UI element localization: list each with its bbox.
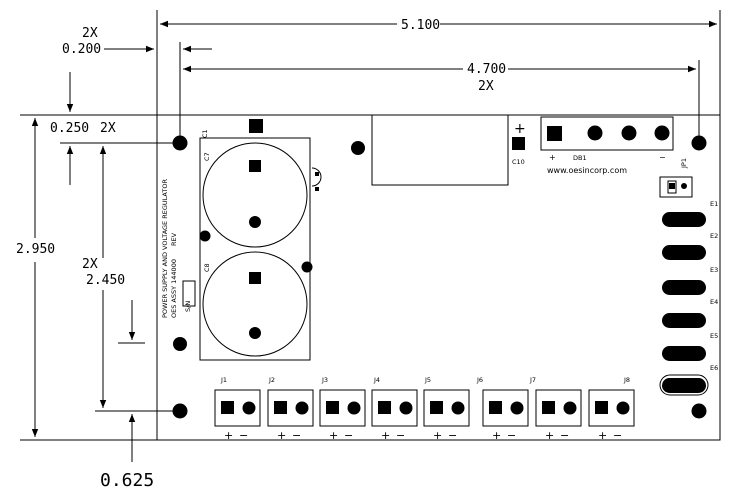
sn-pad xyxy=(182,280,196,307)
connector-label: J5 xyxy=(424,376,431,384)
connector-j4: J4 +− xyxy=(371,376,418,442)
e-label: E1 xyxy=(710,200,718,208)
connector-minus: − xyxy=(613,429,622,442)
e-label: E6 xyxy=(710,364,718,372)
mounting-holes xyxy=(172,135,707,419)
c1-label: C1 xyxy=(201,129,209,138)
connector-j3: J3 +− xyxy=(319,376,366,442)
website-label: www.oesincorp.com xyxy=(547,166,627,175)
connector-j7: J7 +− xyxy=(529,376,582,442)
edge-offset-y-label: 0.250 xyxy=(50,121,89,136)
connector-plus: + xyxy=(433,429,442,442)
connector-label: J3 xyxy=(321,376,328,384)
mount-spacing-y-count: 2X xyxy=(82,257,98,272)
e6-outline xyxy=(659,374,709,396)
connector-plus: + xyxy=(492,429,501,442)
c7-label: C7 xyxy=(203,152,211,161)
connector-minus: − xyxy=(507,429,516,442)
e-terminals xyxy=(662,212,706,393)
overall-width-label: 5.100 xyxy=(401,18,440,33)
db1-label: DB1 xyxy=(573,154,587,162)
c8-label: C8 xyxy=(203,263,211,272)
edge-offset-x-count: 2X xyxy=(82,26,98,41)
connector-label: J4 xyxy=(373,376,380,384)
edge-offset-x-label: 0.200 xyxy=(62,42,101,57)
dimension-lines xyxy=(20,10,721,462)
connector-label: J2 xyxy=(268,376,275,384)
c10-pad xyxy=(512,137,525,150)
connector-j6: J6 +− xyxy=(476,376,529,442)
board-title-line2: OES ASSY 144000 xyxy=(170,259,178,318)
pcb-outline xyxy=(156,114,721,441)
db1-terminal xyxy=(540,116,674,151)
e-labels: E1 E2 E3 E4 E5 E6 xyxy=(710,200,718,372)
connector-j5: J5 +− xyxy=(423,376,470,442)
overall-height-label: 2.950 xyxy=(16,242,55,257)
mount-spacing-y-label: 2.450 xyxy=(86,273,125,288)
connector-minus: − xyxy=(448,429,457,442)
connector-label: J1 xyxy=(220,376,227,384)
connector-minus: − xyxy=(396,429,405,442)
e-label: E5 xyxy=(710,332,718,340)
connector-minus: − xyxy=(292,429,301,442)
edge-offset-y-count: 2X xyxy=(100,121,116,136)
e-label: E2 xyxy=(710,232,718,240)
connector-j1: J1 +− xyxy=(214,376,261,442)
connector-label: J6 xyxy=(476,376,483,384)
e-label: E4 xyxy=(710,298,718,306)
connector-j8: J8 +− xyxy=(588,376,635,442)
regulator-outline xyxy=(371,114,509,186)
db1-plus: + xyxy=(549,153,556,162)
connector-row: J1+−J2+−J3+−J4+−J5+−J6+−J7+−J8+− xyxy=(214,376,635,442)
connector-label: J7 xyxy=(529,376,536,384)
mount-spacing-x-label: 4.700 xyxy=(467,62,506,77)
connector-plus: + xyxy=(598,429,607,442)
connector-minus: − xyxy=(239,429,248,442)
connector-plus: + xyxy=(329,429,338,442)
jp1-jumper xyxy=(659,176,693,198)
board-title-line1: POWER SUPPLY AND VOLTAGE REGULATOR xyxy=(161,179,169,318)
db1-minus: − xyxy=(659,153,666,162)
bottom-offset-label: 0.625 xyxy=(100,470,154,491)
connector-label: J8 xyxy=(623,376,630,384)
rev-label: REV xyxy=(170,232,178,246)
connector-plus: + xyxy=(545,429,554,442)
e-label: E3 xyxy=(710,266,718,274)
connector-plus: + xyxy=(277,429,286,442)
c10-plus: + xyxy=(514,121,526,137)
connector-minus: − xyxy=(560,429,569,442)
connector-j2: J2 +− xyxy=(267,376,314,442)
c10-label: C10 xyxy=(512,158,525,166)
dimension-labels: 5.100 4.700 2X 2X 0.200 0.250 2X 2.950 2… xyxy=(16,18,506,491)
mount-spacing-x-count: 2X xyxy=(478,79,494,94)
connector-plus: + xyxy=(224,429,233,442)
connector-plus: + xyxy=(381,429,390,442)
connector-minus: − xyxy=(344,429,353,442)
jp1-label: JP1 xyxy=(680,158,688,169)
capacitor-block xyxy=(199,119,322,361)
